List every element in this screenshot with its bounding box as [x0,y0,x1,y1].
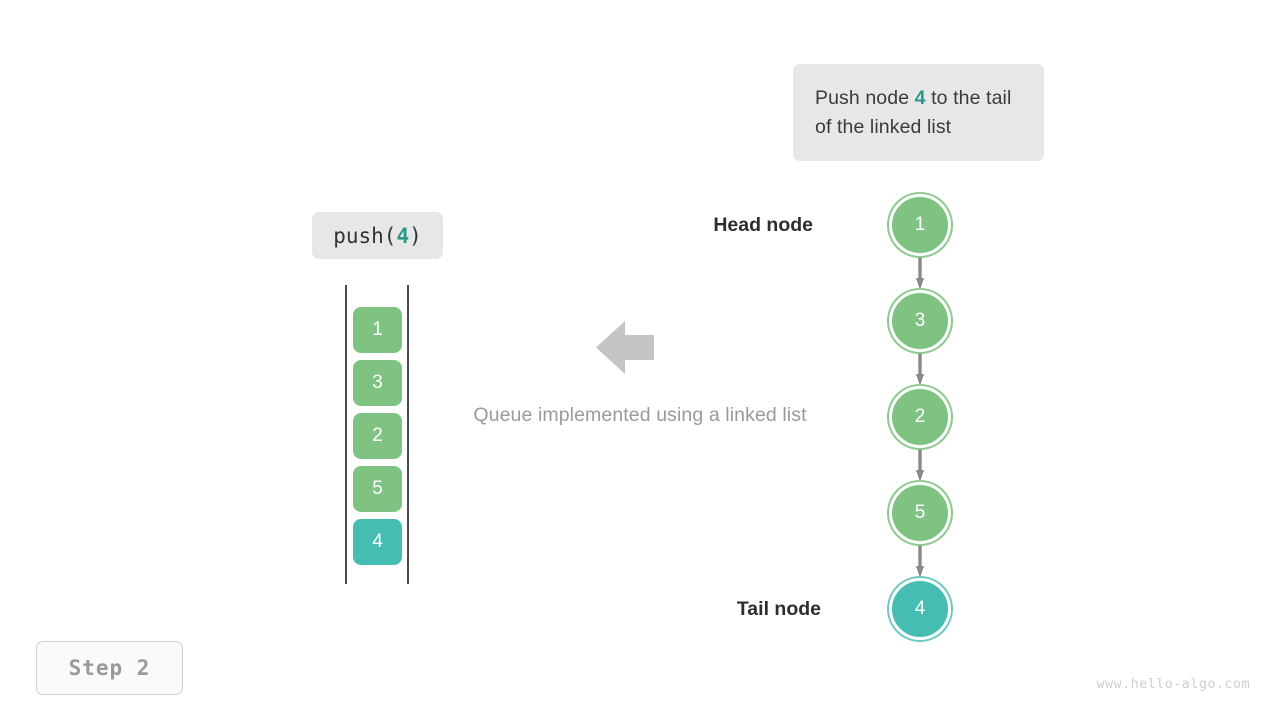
operation-name: push [333,223,384,248]
connector-arrow-3-2 [916,352,924,386]
operation-open-paren: ( [383,223,397,248]
head-node-label: Head node [713,214,813,236]
step-badge: Step 2 [36,641,183,695]
queue-rail-right [407,285,409,584]
linked-list-visualization: 1 3 2 5 4 [860,180,980,650]
left-arrow-icon [596,319,654,376]
operation-chip: push(4) [312,212,443,259]
linked-list-node: 2 [889,386,951,448]
queue-item: 2 [353,413,402,459]
queue-item: 5 [353,466,402,512]
callout-value: 4 [914,86,926,109]
connector-arrow-2-5 [916,448,924,482]
queue-item: 1 [353,307,402,353]
queue-caption: Queue implemented using a linked list [473,404,807,426]
callout-box: Push node 4 to the tail of the linked li… [793,64,1044,161]
queue-visualization: 1 3 2 5 4 [345,285,409,584]
queue-item-new: 4 [353,519,402,565]
linked-list-node: 1 [889,194,951,256]
connector-arrow-1-3 [916,256,924,290]
queue-rail-left [345,285,347,584]
queue-item: 3 [353,360,402,406]
callout-text-before: Push node [815,86,915,109]
callout-text: Push node 4 to the tail of the linked li… [815,84,1022,142]
tail-node-label: Tail node [736,598,821,620]
operation-argument: 4 [396,223,410,248]
linked-list-node: 3 [889,290,951,352]
callout-text-after: to the tail of the linked list [815,86,1012,138]
linked-list-node: 5 [889,482,951,544]
connector-arrow-5-4 [916,544,924,578]
linked-list-node-new: 4 [889,578,951,640]
operation-close-paren: ) [409,223,422,248]
watermark: www.hello-algo.com [1096,676,1250,692]
